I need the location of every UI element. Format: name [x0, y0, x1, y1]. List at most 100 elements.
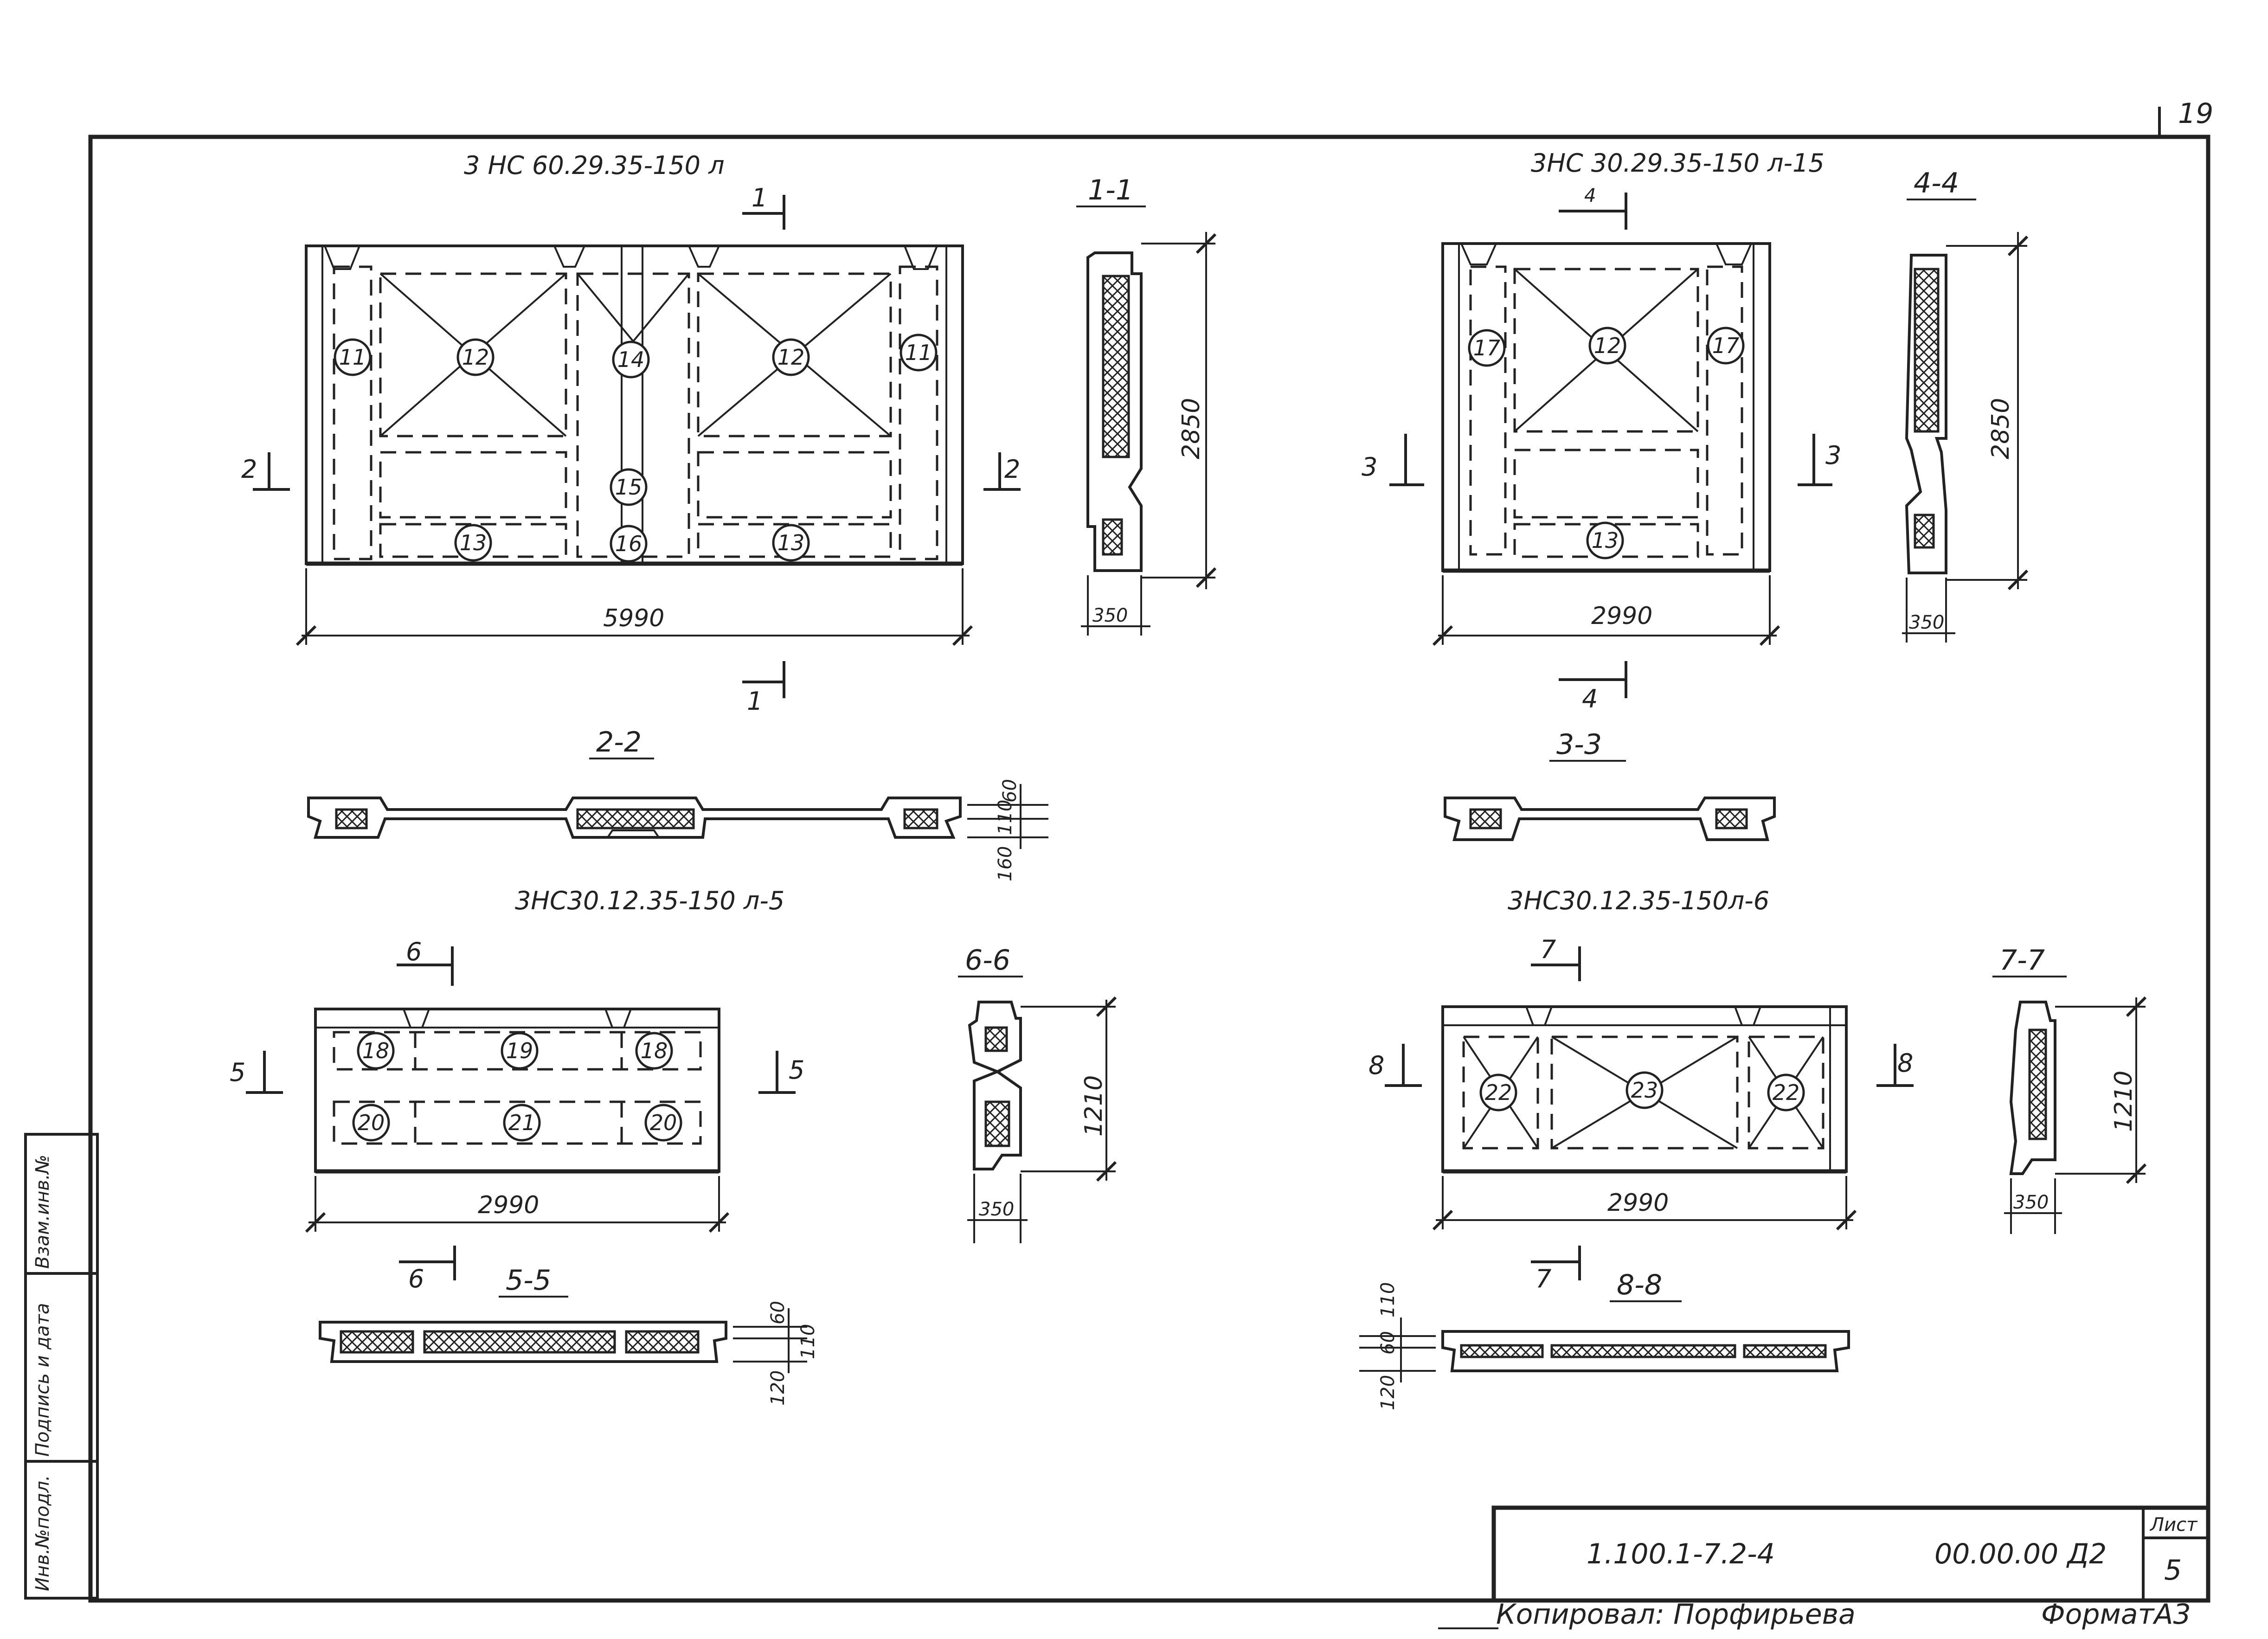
cut-mark-8-label: 8 — [1369, 1051, 1384, 1080]
cut-mark-8-right: 8 — [1876, 1044, 1914, 1087]
section-7-7-label: 7-7 — [1999, 944, 2045, 977]
cut-mark-7-top: 7 — [1531, 935, 1581, 981]
section-5-5-dim-120: 120 — [767, 1370, 789, 1406]
section-1-1: 1-1 2850 350 — [1076, 174, 1217, 636]
side-stamp: Инв.№подл. Подпись и дата Взам.инв.№ — [24, 1133, 99, 1600]
sheet-label: Лист — [2149, 1514, 2198, 1536]
section-1-1-thickness: 350 — [1092, 605, 1128, 626]
section-8-8-dim-120: 120 — [1377, 1375, 1399, 1410]
sheet-frame — [88, 107, 2210, 1603]
cut-mark-6-label: 6 — [406, 937, 422, 966]
cut-mark-4-top: 4 — [1559, 185, 1627, 230]
bubble: 20 — [358, 1110, 385, 1135]
bubble: 13 — [777, 530, 805, 555]
section-2-2-label: 2-2 — [596, 726, 642, 758]
cut-mark-8-left: 8 — [1369, 1044, 1422, 1087]
cut-mark-1-bottom: 1 — [742, 661, 785, 716]
stamp-signature: Подпись и дата — [32, 1303, 53, 1457]
bubble: 12 — [777, 345, 805, 370]
section-8-8-dim-110: 110 — [1377, 1282, 1399, 1318]
panel-3-width: 2990 — [478, 1191, 539, 1219]
cut-mark-3-right: 3 — [1798, 434, 1841, 486]
panel-1-bubbles: 11 12 14 12 11 15 13 16 13 — [334, 334, 938, 563]
sheet-value: 5 — [2164, 1554, 2182, 1587]
section-4-4-label: 4-4 — [1914, 167, 1959, 199]
cut-mark-8-label: 8 — [1897, 1048, 1913, 1078]
cut-mark-6-bottom: 6 — [399, 1246, 456, 1293]
cut-mark-3-label: 3 — [1362, 452, 1377, 482]
cut-mark-7-bottom: 7 — [1531, 1246, 1581, 1293]
panel-2-title: 3НС 30.29.35-150 л-15 — [1531, 148, 1825, 178]
bubble: 19 — [506, 1038, 533, 1063]
sheet-format: ФорматА3 — [2041, 1598, 2191, 1631]
panel-4-title: 3НС30.12.35-150л-6 — [1508, 886, 1769, 915]
section-7-7-thickness: 350 — [2013, 1192, 2049, 1213]
doc-code: 1.100.1-7.2-4 — [1587, 1538, 1775, 1570]
section-7-7: 7-7 1210 350 — [1992, 944, 2147, 1234]
cut-mark-2-label: 2 — [241, 455, 257, 484]
cut-mark-2-label: 2 — [1004, 455, 1020, 484]
section-2-2-dim-110: 110 — [995, 800, 1016, 835]
bubble: 22 — [1485, 1080, 1512, 1105]
section-6-6: 6-6 1210 350 — [958, 944, 1117, 1243]
page-number: 19 — [2178, 97, 2213, 130]
bubble: 13 — [1592, 528, 1619, 553]
panel-4-bubbles: 22 23 22 — [1479, 1071, 1805, 1112]
bubble: 17 — [1712, 333, 1740, 358]
bubble: 22 — [1773, 1080, 1800, 1105]
bubble: 13 — [460, 530, 487, 555]
bubble: 20 — [650, 1110, 677, 1135]
stamp-replacement: Взам.инв.№ — [32, 1155, 53, 1269]
panel-4-elevation: 3НС30.12.35-150л-6 — [1441, 886, 1848, 1174]
section-4-4-thickness: 350 — [1909, 612, 1944, 633]
panel-3-bubbles: 18 19 18 20 21 20 — [352, 1032, 682, 1142]
bubble: 15 — [615, 475, 642, 500]
section-2-2: 2-2 60 110 160 — [307, 726, 1048, 881]
stamp-inventory: Инв.№подл. — [32, 1475, 53, 1591]
section-3-3-label: 3-3 — [1556, 728, 1602, 761]
cut-mark-1-top: 1 — [742, 183, 785, 230]
cut-mark-7-label: 7 — [1536, 1264, 1551, 1293]
cut-mark-3-label: 3 — [1825, 441, 1841, 470]
section-3-3: 3-3 — [1444, 728, 1776, 841]
cut-mark-6-label: 6 — [408, 1264, 424, 1293]
section-2-2-dim-160: 160 — [995, 846, 1016, 881]
title-block — [1491, 1505, 2210, 1603]
panel-2-elevation: 3НС 30.29.35-150 л-15 — [1441, 148, 1825, 573]
section-6-6-label: 6-6 — [965, 944, 1010, 977]
bubble: 16 — [615, 531, 642, 556]
section-4-4: 4-4 2850 350 — [1902, 167, 2029, 643]
panel-2-width-dimension: 2990 — [1432, 575, 1780, 646]
section-1-1-height: 2850 — [1177, 398, 1205, 459]
cut-mark-2-right: 2 — [983, 452, 1021, 491]
cut-mark-7-label: 7 — [1540, 935, 1556, 964]
panel-3-width-dimension: 2990 — [305, 1176, 730, 1233]
bubble: 23 — [1631, 1078, 1658, 1103]
section-8-8-label: 8-8 — [1617, 1269, 1662, 1301]
section-5-5-label: 5-5 — [506, 1264, 551, 1297]
bubble: 21 — [508, 1110, 536, 1135]
cut-mark-5-right: 5 — [758, 1051, 804, 1094]
cut-mark-4-label: 4 — [1582, 684, 1598, 713]
bubble: 12 — [1594, 333, 1621, 358]
section-1-1-label: 1-1 — [1088, 174, 1133, 206]
panel-4-width: 2990 — [1607, 1189, 1669, 1217]
cut-mark-5-label: 5 — [230, 1058, 245, 1087]
bubble: 12 — [462, 345, 489, 370]
drawing-number: 00.00.00 Д2 — [1934, 1538, 2107, 1570]
panel-1-title: 3 НС 60.29.35-150 л — [464, 151, 725, 180]
section-5-5: 5-5 60 110 120 — [319, 1264, 819, 1406]
cut-mark-4-label: 4 — [1584, 185, 1596, 206]
panel-1-width-dimension: 5990 — [296, 568, 973, 646]
cut-mark-5-left: 5 — [230, 1051, 283, 1094]
cut-mark-6-top: 6 — [397, 937, 454, 986]
copied-by: Копировал: Порфирьева — [1496, 1598, 1856, 1631]
panel-3-title: 3НС30.12.35-150 л-5 — [515, 886, 784, 915]
section-7-7-height: 1210 — [2110, 1071, 2138, 1132]
panel-1-elevation: 3 НС 60.29.35-150 л — [305, 151, 964, 566]
cut-mark-5-label: 5 — [789, 1055, 804, 1085]
bubble: 11 — [905, 340, 932, 365]
section-5-5-dim-110: 110 — [797, 1324, 819, 1359]
cut-mark-2-left: 2 — [241, 452, 290, 491]
panel-2-width: 2990 — [1591, 602, 1652, 630]
